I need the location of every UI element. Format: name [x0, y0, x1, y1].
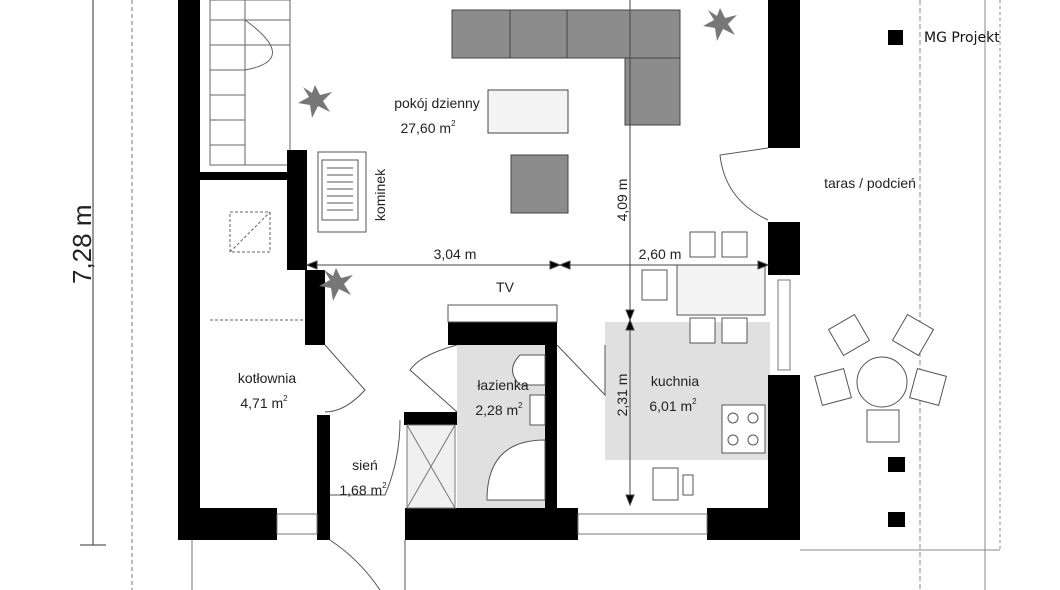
logo-square	[888, 30, 903, 45]
total-depth-dimension	[80, 0, 106, 546]
kitchen-fixtures	[652, 404, 766, 501]
fireplace	[317, 151, 367, 233]
kitchen-depth-label: 2,31 m	[614, 374, 630, 417]
bathroom-area: 2,28 m2	[475, 401, 523, 418]
armchair	[510, 154, 569, 214]
coffee-table	[487, 89, 569, 134]
terrace-name: taras / podcień	[824, 175, 916, 191]
corner-sofa	[451, 9, 681, 126]
doors	[324, 147, 769, 590]
boiler-room-name: kotłownia	[238, 370, 297, 386]
dimension-lines	[305, 0, 770, 507]
boiler-room-area: 4,71 m2	[240, 394, 288, 411]
closet	[406, 424, 456, 509]
windows	[276, 279, 791, 535]
fireplace-label: kominek	[372, 168, 388, 221]
living-room-name: pokój dzienny	[394, 95, 480, 111]
hall-area: 1,68 m2	[339, 481, 387, 498]
dining-width-label: 2,60 m	[639, 246, 682, 262]
logo-text: MG Projekt	[924, 30, 1000, 46]
living-room-area: 27,60 m2	[400, 119, 456, 136]
tv-label: TV	[496, 279, 515, 295]
kitchen-name: kuchnia	[651, 373, 699, 389]
walls	[178, 0, 800, 540]
living-depth-label: 4,09 m	[614, 179, 630, 222]
bathroom-fixtures	[447, 304, 558, 501]
hall-name: sień	[352, 457, 378, 473]
stairs	[209, 0, 305, 321]
dining-set	[641, 231, 766, 344]
plant-icons	[298, 8, 737, 301]
living-width-label: 3,04 m	[434, 246, 477, 262]
bathroom-name: łazienka	[477, 377, 529, 393]
total-depth-label: 7,28 m	[67, 205, 97, 285]
living-furniture	[451, 9, 681, 214]
kitchen-area: 6,01 m2	[649, 397, 697, 414]
terrace	[800, 0, 1001, 590]
